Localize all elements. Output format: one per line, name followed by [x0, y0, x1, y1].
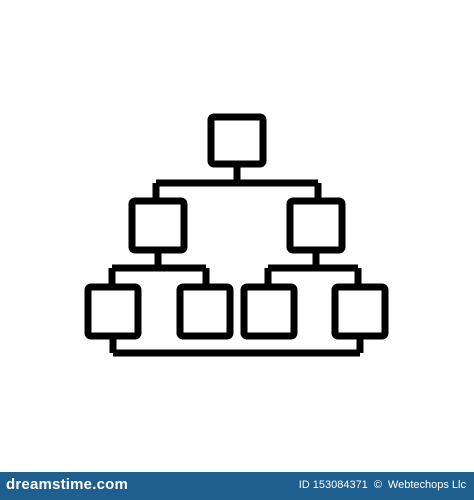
leaf-node-2-box — [176, 283, 234, 340]
top-node-box — [207, 113, 267, 168]
image-credit: ID 153084371 © Webtechops Llc — [299, 479, 466, 491]
stock-footer-bar: dreamstime.com ID 153084371 © Webtechops… — [0, 472, 474, 500]
image-id-label: ID 153084371 — [298, 479, 368, 491]
middle-left-node-box — [128, 197, 188, 254]
copyright-symbol: © — [373, 479, 382, 491]
author-label: Webtechops Llc — [387, 479, 466, 491]
leaf-node-3-box — [240, 283, 298, 340]
leaf-node-1-box — [84, 283, 142, 340]
leaf-node-4-box — [331, 283, 389, 340]
middle-right-node-box — [286, 197, 346, 254]
site-watermark-text: dreamstime.com — [6, 476, 129, 493]
